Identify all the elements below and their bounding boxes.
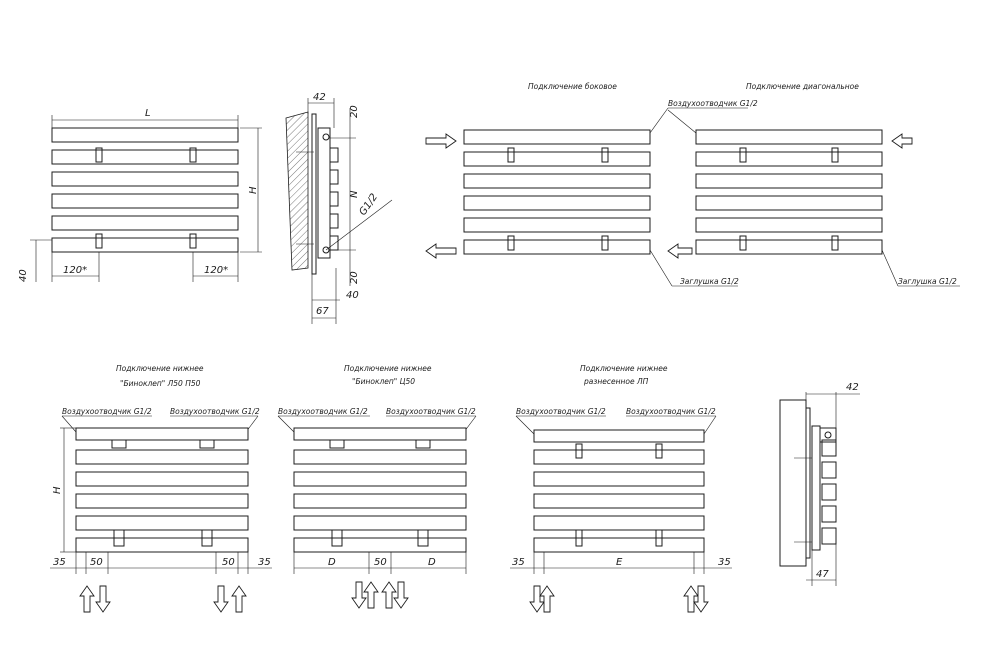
bimax-height-label: H: [52, 486, 63, 494]
center-distance-label: N: [349, 190, 360, 198]
down-arrow-icon: [213, 585, 229, 613]
center-title-1: Подключение нижнее: [344, 364, 432, 373]
flow-out-arrow-icon: [425, 243, 457, 259]
down-arrow-icon: [693, 585, 709, 613]
bimax-vent-left: Воздухоотводчик G1/2: [62, 407, 152, 416]
down-arrow-icon: [529, 585, 545, 613]
side-top-gap: 20: [349, 105, 360, 118]
side-depth-label: 67: [316, 306, 329, 317]
up-arrow-icon: [363, 581, 379, 609]
diagonal-out-arrow-icon: [667, 243, 693, 259]
diagonal-in-arrow-icon: [891, 133, 913, 149]
up-arrow-icon: [381, 581, 397, 609]
spread-title-1: Подключение нижнее: [580, 364, 668, 373]
bimax-d35-right: 35: [258, 557, 271, 568]
side-small-bottom-label: 47: [816, 569, 829, 580]
bimax-d50-right: 50: [222, 557, 235, 568]
spacing-left-label: 120*: [63, 265, 87, 276]
bracket-icon: [95, 147, 197, 249]
diagonal-connection-view: Подключение диагональное Заглушка G1/2: [667, 82, 960, 287]
center-d-right: D: [428, 557, 436, 568]
up-arrow-icon: [79, 585, 95, 613]
spread-d35-right: 35: [718, 557, 731, 568]
bottom-bimax-view: Подключение нижнее "Биноклеп" Л50 П50 Во…: [50, 364, 272, 613]
side-connection-view: Подключение боковое Воздухоотводчик G1/2…: [425, 82, 758, 287]
diagonal-connection-title: Подключение диагональное: [746, 82, 859, 91]
bottom-spread-view: Подключение нижнее разнесенное ЛП Воздух…: [510, 364, 732, 613]
down-arrow-icon: [351, 581, 367, 609]
thread-label: G1/2: [357, 192, 380, 218]
spread-d35-left: 35: [512, 557, 525, 568]
spacing-right-label: 120*: [204, 265, 228, 276]
diagonal-plug-label: Заглушка G1/2: [898, 277, 957, 286]
down-arrow-icon: [95, 585, 111, 613]
flow-in-arrow-icon: [425, 133, 457, 149]
up-arrow-icon: [683, 585, 699, 613]
up-arrow-icon: [539, 585, 555, 613]
width-label: L: [145, 108, 151, 119]
center-d-left: D: [328, 557, 336, 568]
height-label: H: [248, 186, 259, 194]
center-vent-right: Воздухоотводчик G1/2: [386, 407, 476, 416]
side-bottom-label: 40: [346, 290, 359, 301]
front-view: L H 40 120* 120*: [18, 108, 262, 282]
down-arrow-icon: [393, 581, 409, 609]
bimax-d50-left: 50: [90, 557, 103, 568]
side-top-label: 42: [313, 92, 326, 103]
side-bottom-gap: 20: [349, 271, 360, 284]
offset-label: 40: [18, 269, 29, 282]
spread-vent-left: Воздухоотводчик G1/2: [516, 407, 606, 416]
side-air-vent-label: Воздухоотводчик G1/2: [668, 99, 758, 108]
side-view: 42 20 N G1/2 20 40 67: [285, 92, 393, 324]
bimax-vent-right: Воздухоотводчик G1/2: [170, 407, 260, 416]
center-title-2: "Биноклеп" Ц50: [352, 377, 415, 386]
spread-vent-right: Воздухоотводчик G1/2: [626, 407, 716, 416]
bimax-title-1: Подключение нижнее: [116, 364, 204, 373]
center-vent-left: Воздухоотводчик G1/2: [278, 407, 368, 416]
side-small-top-label: 42: [846, 382, 859, 393]
side-small-view: 42 47: [779, 382, 860, 586]
side-plug-label: Заглушка G1/2: [680, 277, 739, 286]
bimax-title-2: "Биноклеп" Л50 П50: [120, 379, 201, 388]
bimax-d35-left: 35: [53, 557, 66, 568]
spread-e-label: E: [616, 557, 623, 568]
bottom-center-view: Подключение нижнее "Биноклеп" Ц50 Воздух…: [277, 364, 477, 609]
center-d-mid: 50: [374, 557, 387, 568]
up-arrow-icon: [231, 585, 247, 613]
spread-title-2: разнесенное ЛП: [583, 377, 649, 386]
side-connection-title: Подключение боковое: [528, 82, 617, 91]
